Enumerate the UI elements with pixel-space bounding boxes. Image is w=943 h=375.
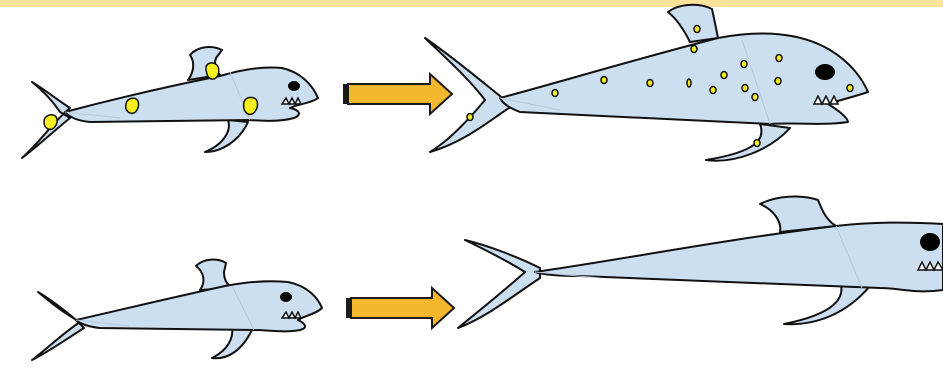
small-spotted-shark-icon [21, 46, 319, 159]
spot [686, 78, 692, 88]
eye [920, 233, 940, 251]
tail-fin [31, 291, 85, 361]
tail-fin [457, 239, 541, 329]
spot [709, 85, 717, 95]
teeth [916, 260, 943, 272]
large-plain-shark-icon [457, 195, 943, 329]
spot [124, 97, 140, 115]
eye [815, 64, 835, 80]
teeth [280, 96, 303, 106]
dorsal-fin [759, 195, 837, 233]
spot [205, 62, 220, 80]
teeth [280, 310, 303, 320]
shark-body [75, 280, 323, 333]
spot [720, 70, 728, 80]
spot [751, 92, 759, 102]
spot [466, 112, 474, 122]
pectoral-fin [705, 123, 791, 162]
spot [753, 138, 761, 148]
spot [242, 96, 259, 116]
eye [280, 292, 292, 302]
spot [740, 59, 748, 69]
pectoral-fin [211, 325, 253, 360]
spot [846, 83, 854, 93]
top-accent-band [0, 0, 943, 7]
tail-fin [21, 81, 71, 159]
spot [741, 83, 749, 93]
pectoral-fin [783, 281, 871, 326]
spot [551, 88, 559, 98]
spot [693, 24, 701, 34]
eye [288, 81, 300, 91]
spot [43, 114, 58, 131]
large-spotted-shark-icon [424, 3, 869, 162]
shark-body [499, 32, 869, 125]
small-plain-shark-icon [31, 258, 323, 361]
shark-body [534, 221, 943, 293]
spot [600, 75, 608, 85]
dorsal-fin [667, 3, 719, 43]
spot [774, 76, 782, 86]
right-arrow-icon [346, 285, 456, 331]
tail-fin [424, 37, 513, 153]
teeth [812, 94, 840, 106]
right-arrow-icon [343, 71, 454, 117]
dorsal-fin [195, 258, 233, 291]
spot [646, 78, 654, 88]
spot [690, 44, 698, 54]
spot [775, 53, 783, 63]
pectoral-fin [204, 119, 249, 153]
